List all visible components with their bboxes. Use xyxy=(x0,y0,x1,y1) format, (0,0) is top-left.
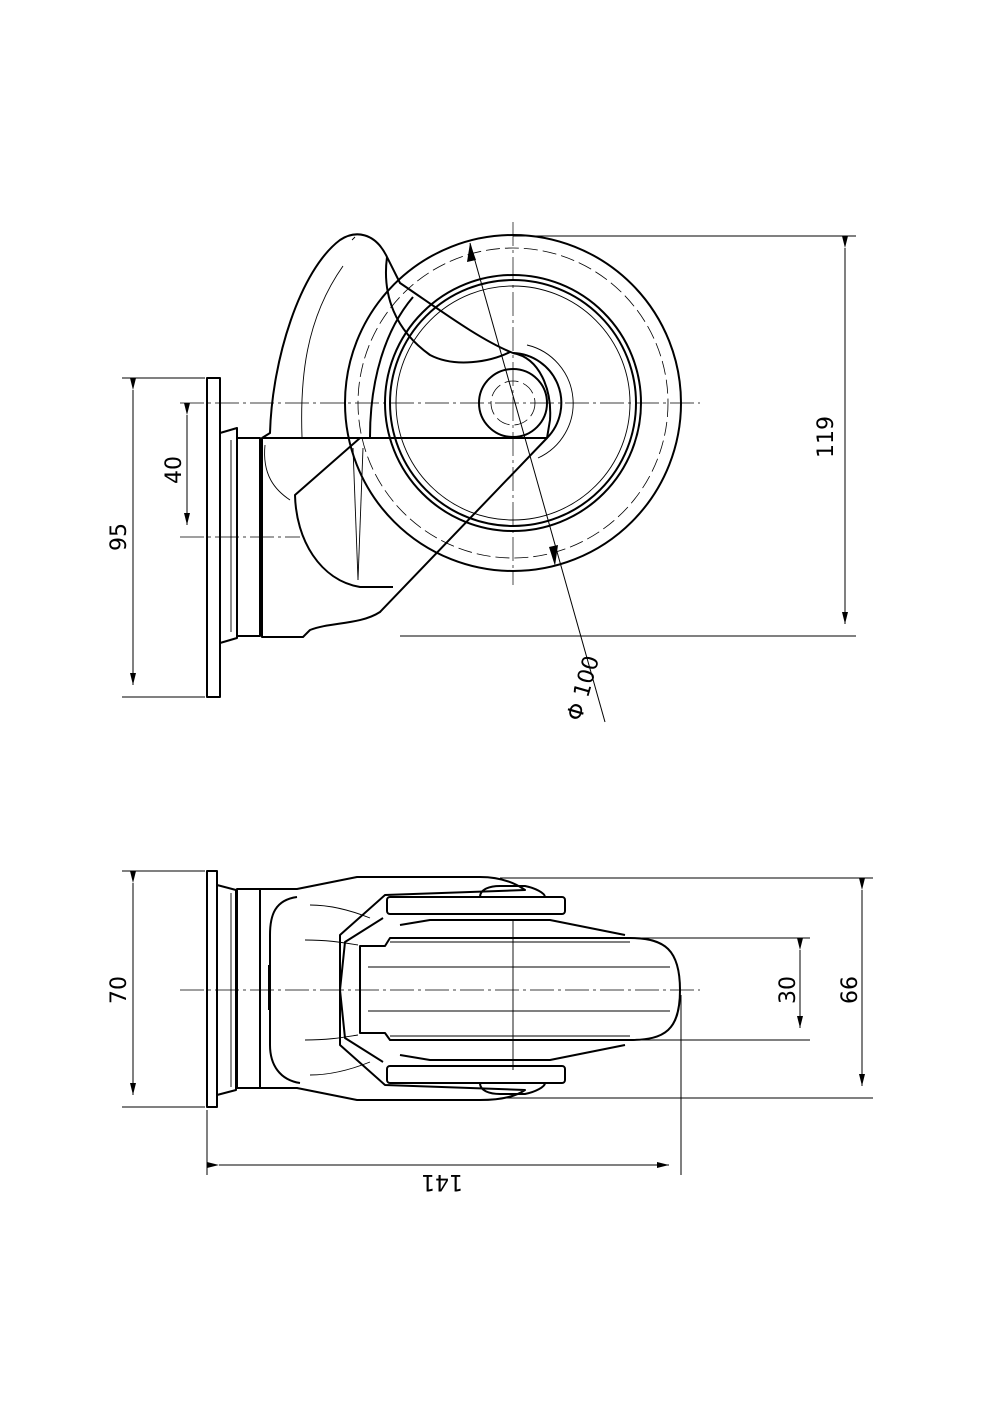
dimension-66: 66 xyxy=(500,877,873,1099)
dimension-label-diameter: Φ 100 xyxy=(563,653,605,724)
dimension-label-141: 141 xyxy=(421,1169,463,1194)
fork-leg-top xyxy=(386,896,566,915)
front-elevation-view: 70 30 66 141 xyxy=(107,870,873,1194)
mounting-plate xyxy=(206,377,221,698)
mounting-plate-front xyxy=(206,870,218,1108)
dimension-141: 141 xyxy=(206,995,682,1194)
wheel xyxy=(344,234,682,572)
dimension-label-40: 40 xyxy=(162,456,187,484)
dimension-119: 119 xyxy=(400,235,856,637)
side-elevation-view: 95 40 119 Φ 100 xyxy=(107,222,856,724)
fork-bracket xyxy=(261,233,563,638)
dimension-diameter-100: Φ 100 xyxy=(467,242,606,724)
dimension-label-119: 119 xyxy=(814,416,839,458)
dimension-30: 30 xyxy=(630,937,810,1041)
dimension-40: 40 xyxy=(162,403,190,525)
dimension-label-70: 70 xyxy=(107,976,132,1004)
dimension-label-95: 95 xyxy=(107,523,132,551)
fork-leg-bottom xyxy=(386,1065,566,1084)
dimension-label-30: 30 xyxy=(776,976,801,1004)
dimension-label-66: 66 xyxy=(838,976,863,1004)
fork-front xyxy=(259,876,566,1101)
neck xyxy=(219,427,238,644)
dimension-70: 70 xyxy=(107,870,205,1108)
dimension-95: 95 xyxy=(107,377,205,698)
